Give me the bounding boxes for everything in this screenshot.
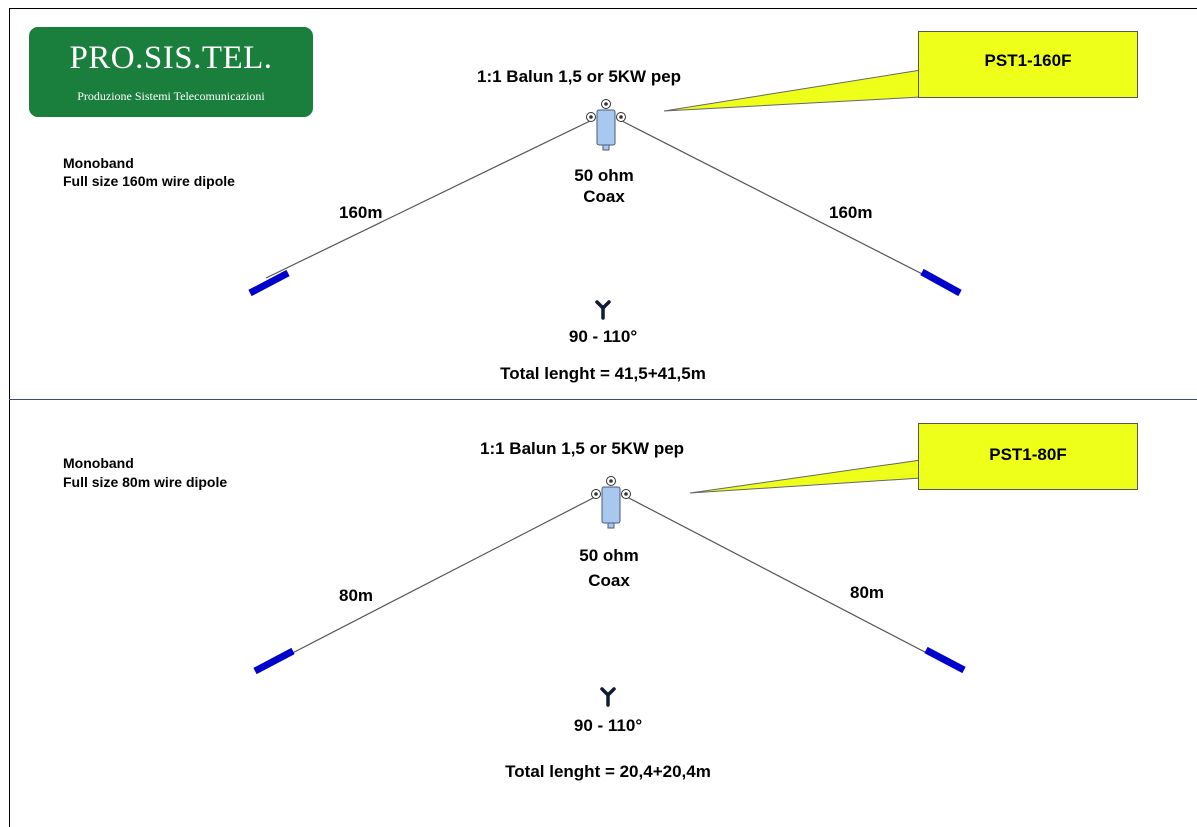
description-line1-80m: Monoband <box>63 455 134 471</box>
coax-label-line1-160m: 50 ohm <box>574 166 634 185</box>
right-wire-80m <box>624 495 945 663</box>
angle-label-160m: 90 - 110° <box>568 327 638 346</box>
total-length-80m: Total lenght = 20,4+20,4m <box>505 762 711 781</box>
model-callout-160m: PST1-160F <box>918 31 1138 98</box>
coax-label-line2-160m: Coax <box>583 187 625 206</box>
left-wire-80m <box>274 495 598 663</box>
right-insulator-80m <box>924 646 966 674</box>
balun-label-80m: 1:1 Balun 1,5 or 5KW pep <box>480 439 685 458</box>
angle-label-80m: 90 - 110° <box>573 716 643 735</box>
total-length-160m: Total lenght = 41,5+41,5m <box>500 364 706 383</box>
balun-icon-80m <box>591 476 631 529</box>
right-leg-length-80m: 80m <box>850 583 885 602</box>
balun-icon-160m <box>586 99 626 151</box>
page-frame <box>9 8 1197 827</box>
model-callout-80m: PST1-80F <box>918 423 1138 490</box>
callout-pointer-160m <box>663 69 922 112</box>
description-line2-160m: Full size 160m wire dipole <box>63 173 235 189</box>
dipole-diagram-160m <box>248 69 962 320</box>
description-line1-160m: Monoband <box>63 155 134 171</box>
left-leg-length-80m: 80m <box>339 586 374 605</box>
left-leg-length-160m: 160m <box>339 203 383 222</box>
description-line2-80m: Full size 80m wire dipole <box>63 474 228 490</box>
model-name-160m: PST1-160F <box>984 51 1072 70</box>
left-insulator-160m <box>248 269 290 297</box>
coax-label-line1-80m: 50 ohm <box>579 546 639 565</box>
right-insulator-160m <box>920 268 962 297</box>
angle-icon-160m <box>595 300 611 320</box>
right-leg-length-160m: 160m <box>829 203 873 222</box>
left-insulator-80m <box>253 647 295 675</box>
logo-title: PRO.SIS.TEL. <box>69 40 273 76</box>
logo-subtitle: Produzione Sistemi Telecomunicazioni <box>77 89 265 103</box>
callout-pointer-80m <box>689 459 922 494</box>
angle-icon-80m <box>600 687 616 707</box>
left-wire-160m <box>265 119 593 279</box>
section-divider <box>9 399 1197 400</box>
coax-label-line2-80m: Coax <box>588 571 630 590</box>
right-wire-160m <box>619 119 941 284</box>
model-name-80m: PST1-80F <box>989 445 1067 464</box>
balun-label-160m: 1:1 Balun 1,5 or 5KW pep <box>477 67 682 86</box>
dipole-diagram-80m <box>253 459 966 707</box>
company-logo: PRO.SIS.TEL. Produzione Sistemi Telecomu… <box>29 27 313 117</box>
